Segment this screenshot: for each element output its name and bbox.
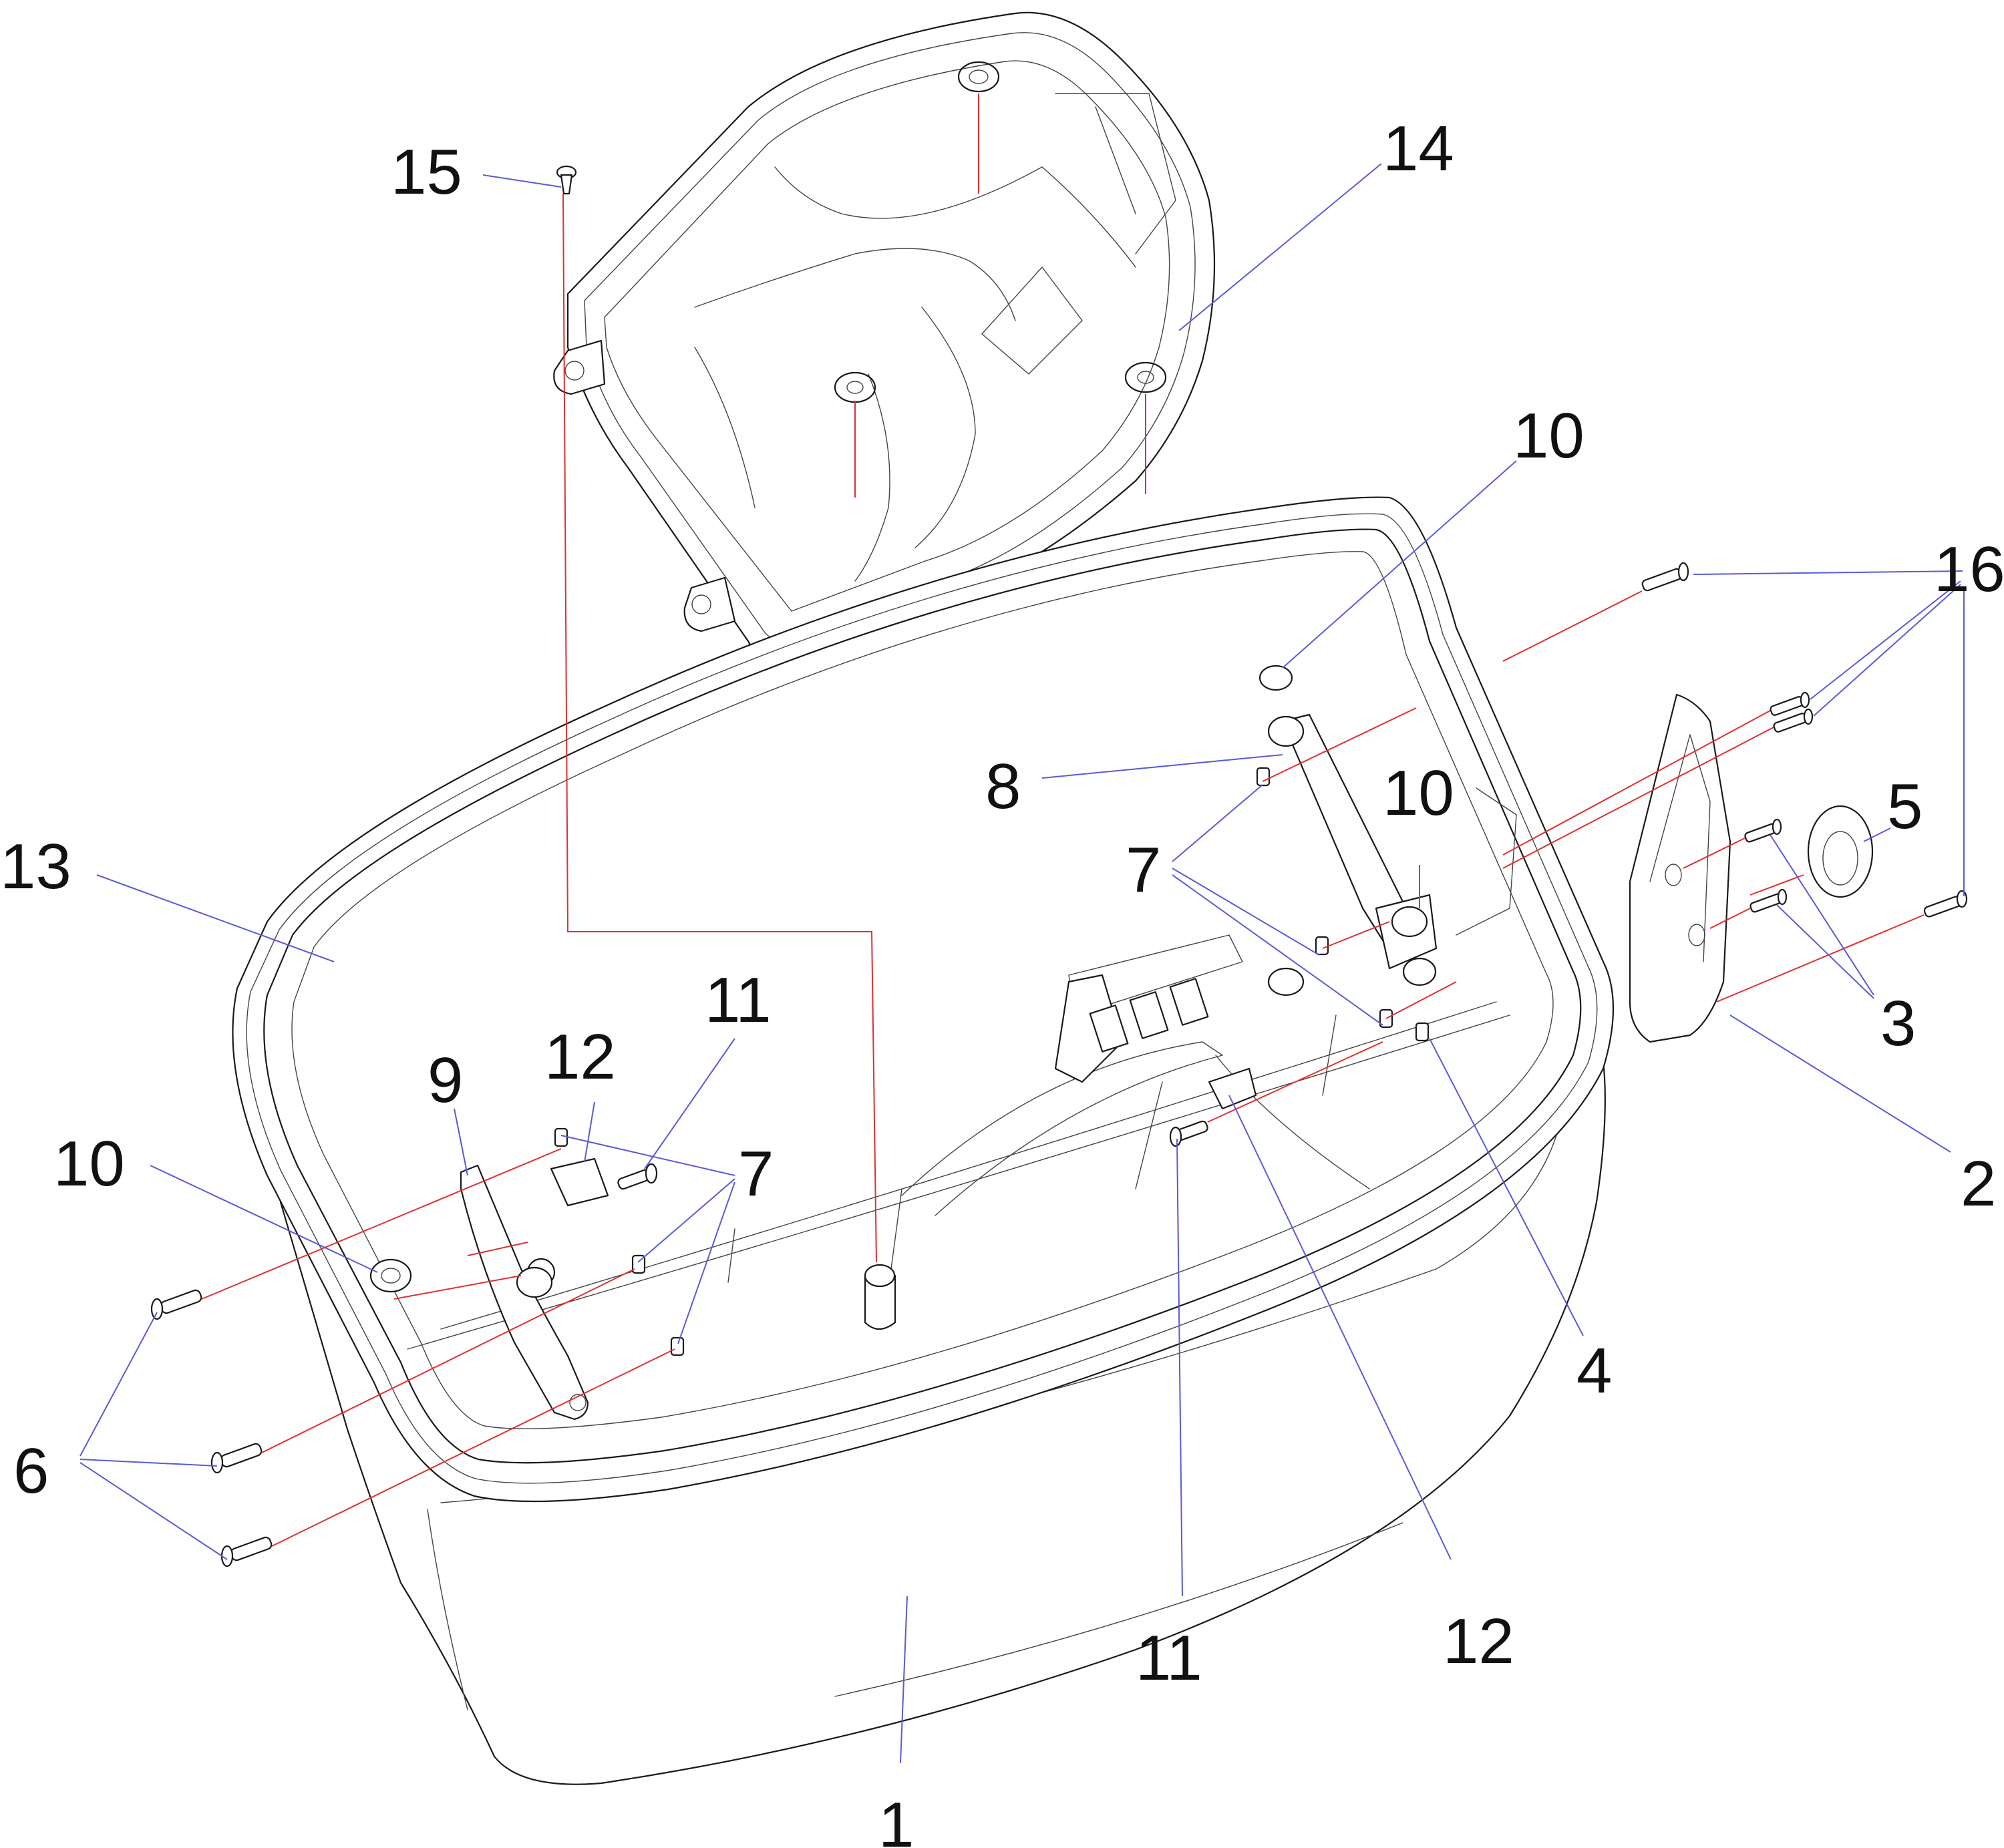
- callout-1: 1: [878, 1789, 914, 1848]
- callout-5: 5: [1887, 771, 1923, 842]
- part-15-screw: [556, 165, 577, 195]
- callout-13: 13: [0, 831, 71, 902]
- callout-6: 6: [13, 1435, 49, 1507]
- callout-10-left: 10: [53, 1128, 125, 1199]
- callout-8: 8: [985, 751, 1021, 822]
- part-3-screw: [1749, 888, 1788, 913]
- part-7-nut: [1256, 767, 1271, 787]
- callout-7-right: 7: [1126, 834, 1161, 906]
- callout-11-top: 11: [705, 964, 772, 1036]
- callout-11-bottom: 11: [1136, 1622, 1202, 1694]
- part-6-screw: [210, 1443, 263, 1474]
- callout-3: 3: [1880, 988, 1916, 1059]
- callout-12-top: 12: [544, 1021, 616, 1093]
- part-7-nut: [1315, 936, 1329, 956]
- part-12-latch-bracket: [550, 1067, 1257, 1207]
- callout-14: 14: [1383, 113, 1454, 184]
- part-11-screw: [1169, 1120, 1208, 1147]
- part-6-screw: [150, 1289, 202, 1320]
- callout-labels: 15 14 10 16 8 10 5 7 13 3 11 12 9 10 7 2…: [0, 113, 2004, 1848]
- callout-12-bottom: 12: [1443, 1606, 1514, 1677]
- part-2-latch-cover: [1629, 693, 1731, 1043]
- leader-lines: [79, 163, 1965, 1764]
- callout-10-top: 10: [1513, 400, 1584, 472]
- callout-10-mid: 10: [1383, 757, 1454, 829]
- part-7-nut: [670, 1336, 685, 1356]
- part-7-nut: [1415, 1022, 1430, 1042]
- part-14-inner-liner: [553, 11, 1216, 662]
- part-7-nut: [554, 1127, 568, 1147]
- part-16-screw: [1773, 708, 1814, 733]
- assembly-axis-lines: [201, 94, 1925, 1547]
- part-9-left-hinge: [460, 1164, 589, 1421]
- part-3-screw: [1744, 818, 1782, 843]
- part-16-screw: [1923, 890, 1968, 918]
- part-5-washer: [1807, 805, 1874, 898]
- callout-16: 16: [1934, 534, 2004, 605]
- callout-15: 15: [391, 136, 462, 208]
- case-inner-features: [369, 665, 1517, 1330]
- callout-9: 9: [428, 1045, 463, 1116]
- part-16-screw: [1770, 691, 1810, 716]
- fasteners: [150, 165, 1968, 1567]
- callout-4: 4: [1576, 1335, 1612, 1407]
- part-8-right-hinge: [1267, 713, 1438, 986]
- part-11-screw: [617, 1163, 658, 1190]
- callout-7-left: 7: [738, 1138, 774, 1210]
- part-13-rim-seal: [232, 496, 1615, 1503]
- part-6-screw: [220, 1536, 273, 1567]
- callout-2: 2: [1961, 1148, 1996, 1220]
- part-16-screw: [1641, 562, 1689, 592]
